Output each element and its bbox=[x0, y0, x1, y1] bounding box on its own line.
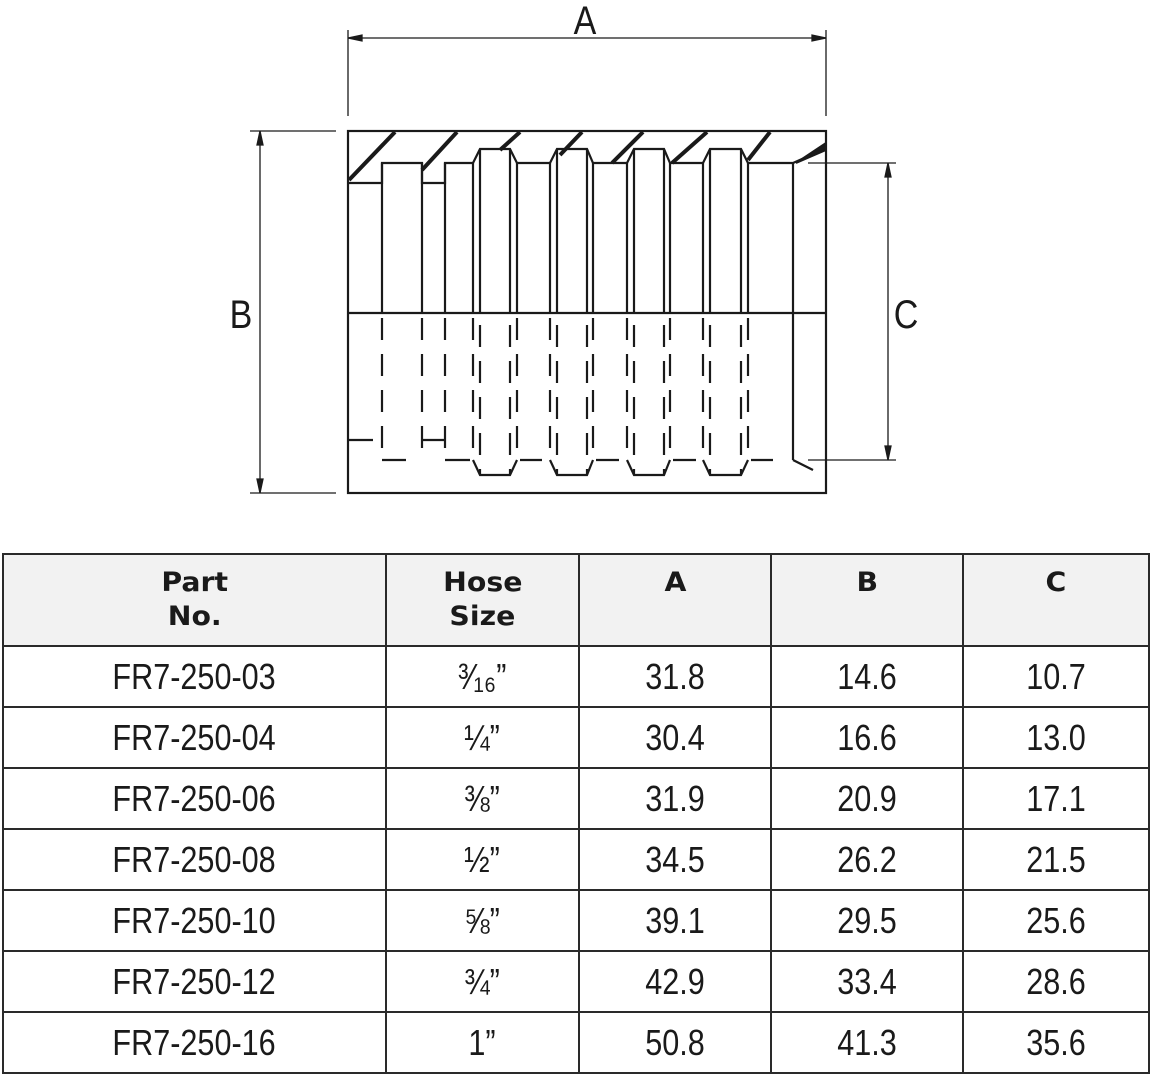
cell-text: ⅜” bbox=[464, 777, 501, 819]
cell-text: FR7-250-12 bbox=[112, 960, 277, 1002]
cell-text: 35.6 bbox=[1026, 1021, 1086, 1063]
header-b: B bbox=[770, 553, 964, 647]
cell-text: 31.8 bbox=[645, 655, 705, 697]
cell-c: 28.6 bbox=[962, 950, 1150, 1013]
cell-text: FR7-250-06 bbox=[112, 777, 277, 819]
cell-a: 50.8 bbox=[578, 1011, 772, 1074]
header-c: C bbox=[962, 553, 1150, 647]
cell-c: 25.6 bbox=[962, 889, 1150, 952]
cell-part-no: FR7-250-06 bbox=[2, 767, 387, 830]
cell-text: 31.9 bbox=[645, 777, 705, 819]
cell-text: FR7-250-03 bbox=[112, 655, 277, 697]
cell-a: 31.9 bbox=[578, 767, 772, 830]
cell-text: 33.4 bbox=[837, 960, 897, 1002]
cell-text: 39.1 bbox=[645, 899, 705, 941]
cell-text: ¼” bbox=[464, 716, 501, 758]
cell-text: 10.7 bbox=[1026, 655, 1086, 697]
cell-b: 29.5 bbox=[770, 889, 964, 952]
cell-c: 10.7 bbox=[962, 645, 1150, 708]
cell-c: 21.5 bbox=[962, 828, 1150, 891]
cell-part-no: FR7-250-10 bbox=[2, 889, 387, 952]
cell-text: 28.6 bbox=[1026, 960, 1086, 1002]
cell-a: 34.5 bbox=[578, 828, 772, 891]
table-row: FR7-250-06 ⅜” 31.9 20.9 17.1 bbox=[2, 767, 1150, 830]
cell-text: FR7-250-10 bbox=[112, 899, 277, 941]
cell-text: ³⁄₁₆” bbox=[458, 655, 507, 697]
cell-part-no: FR7-250-03 bbox=[2, 645, 387, 708]
table-row: FR7-250-03 ³⁄₁₆” 31.8 14.6 10.7 bbox=[2, 645, 1150, 708]
table-row: FR7-250-12 ¾” 42.9 33.4 28.6 bbox=[2, 950, 1150, 1013]
cell-text: 21.5 bbox=[1026, 838, 1086, 880]
cell-text: 17.1 bbox=[1026, 777, 1086, 819]
cell-a: 39.1 bbox=[578, 889, 772, 952]
table-row: FR7-250-08 ½” 34.5 26.2 21.5 bbox=[2, 828, 1150, 891]
table-row: FR7-250-16 1” 50.8 41.3 35.6 bbox=[2, 1011, 1150, 1074]
cell-text: ⅝” bbox=[464, 899, 501, 941]
cell-text: 29.5 bbox=[837, 899, 897, 941]
cell-b: 26.2 bbox=[770, 828, 964, 891]
cell-text: 14.6 bbox=[837, 655, 897, 697]
dimension-label-c: C bbox=[894, 291, 919, 336]
cell-hose-size: ⅝” bbox=[385, 889, 580, 952]
cell-text: 16.6 bbox=[837, 716, 897, 758]
cell-hose-size: ¼” bbox=[385, 706, 580, 769]
cell-c: 13.0 bbox=[962, 706, 1150, 769]
cell-text: 20.9 bbox=[837, 777, 897, 819]
cell-c: 35.6 bbox=[962, 1011, 1150, 1074]
cell-hose-size: ½” bbox=[385, 828, 580, 891]
cell-hose-size: ¾” bbox=[385, 950, 580, 1013]
cell-text: 41.3 bbox=[837, 1021, 897, 1063]
cell-text: 26.2 bbox=[837, 838, 897, 880]
cell-hose-size: ³⁄₁₆” bbox=[385, 645, 580, 708]
header-a: A bbox=[578, 553, 772, 647]
cell-part-no: FR7-250-12 bbox=[2, 950, 387, 1013]
ferrule-body bbox=[346, 129, 828, 495]
cell-text: FR7-250-08 bbox=[112, 838, 277, 880]
cell-text: ½” bbox=[464, 838, 501, 880]
cell-text: FR7-250-04 bbox=[112, 716, 277, 758]
cell-b: 41.3 bbox=[770, 1011, 964, 1074]
cell-text: 13.0 bbox=[1026, 716, 1086, 758]
cell-hose-size: 1” bbox=[385, 1011, 580, 1074]
cell-b: 33.4 bbox=[770, 950, 964, 1013]
cell-part-no: FR7-250-08 bbox=[2, 828, 387, 891]
cell-text: ¾” bbox=[464, 960, 501, 1002]
dimension-lines bbox=[250, 30, 896, 494]
cell-text: 50.8 bbox=[645, 1021, 705, 1063]
ferrule-cross-section-diagram: A B C bbox=[230, 0, 919, 495]
dimension-label-a: A bbox=[574, 0, 597, 43]
table-row: FR7-250-04 ¼” 30.4 16.6 13.0 bbox=[2, 706, 1150, 769]
cell-text: 25.6 bbox=[1026, 899, 1086, 941]
dimension-label-b: B bbox=[230, 291, 253, 336]
cell-b: 20.9 bbox=[770, 767, 964, 830]
cell-a: 31.8 bbox=[578, 645, 772, 708]
cell-b: 16.6 bbox=[770, 706, 964, 769]
table-row: FR7-250-10 ⅝” 39.1 29.5 25.6 bbox=[2, 889, 1150, 952]
cell-text: 1” bbox=[468, 1021, 497, 1063]
cell-text: 34.5 bbox=[645, 838, 705, 880]
cell-text: 30.4 bbox=[645, 716, 705, 758]
cell-hose-size: ⅜” bbox=[385, 767, 580, 830]
cell-b: 14.6 bbox=[770, 645, 964, 708]
cell-a: 42.9 bbox=[578, 950, 772, 1013]
cell-c: 17.1 bbox=[962, 767, 1150, 830]
cell-part-no: FR7-250-16 bbox=[2, 1011, 387, 1074]
cell-part-no: FR7-250-04 bbox=[2, 706, 387, 769]
cell-text: 42.9 bbox=[645, 960, 705, 1002]
cell-a: 30.4 bbox=[578, 706, 772, 769]
cell-text: FR7-250-16 bbox=[112, 1021, 277, 1063]
